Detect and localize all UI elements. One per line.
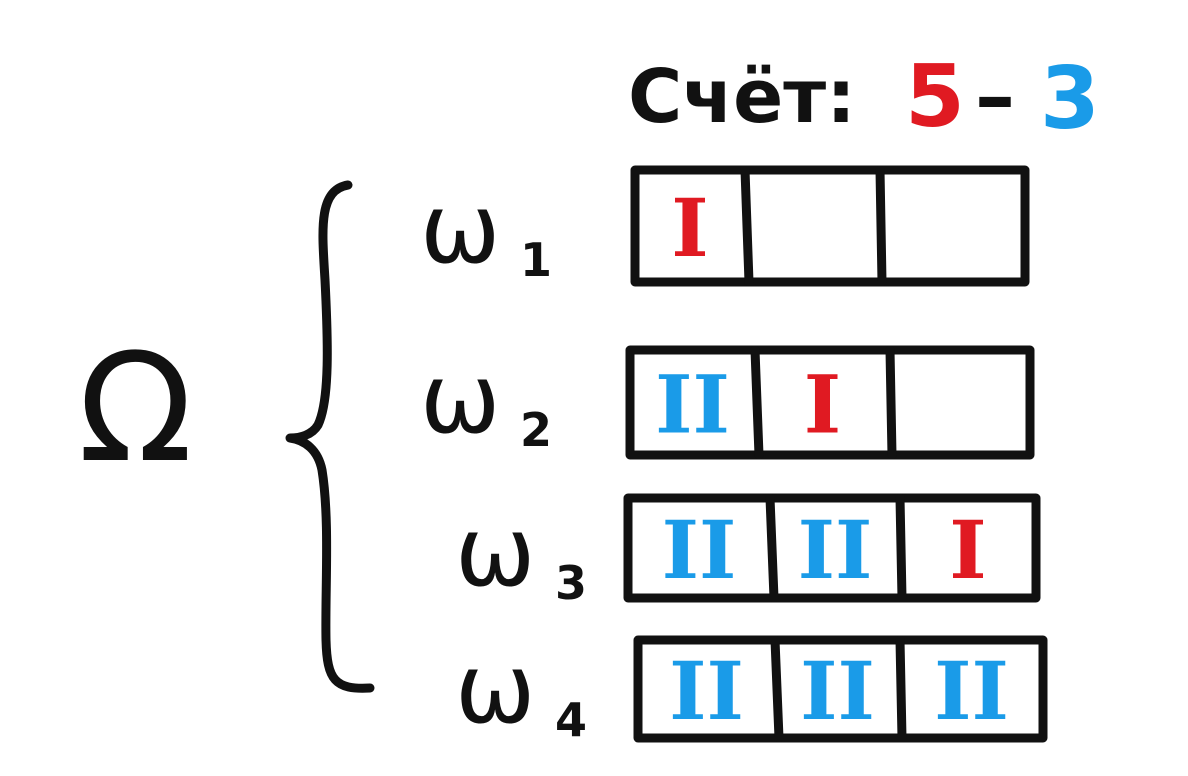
outcome-box-4 bbox=[633, 635, 1048, 743]
score-header: Счёт: 5 – 3 bbox=[628, 47, 1100, 149]
outcome-box-2 bbox=[625, 345, 1035, 460]
cell-divider bbox=[750, 345, 764, 460]
outcome-label-2: ω bbox=[420, 343, 500, 455]
outcome-label-3: ω bbox=[455, 496, 535, 608]
cell-divider bbox=[740, 165, 754, 287]
cell-mark: I bbox=[671, 181, 708, 275]
curly-brace bbox=[285, 180, 375, 693]
cell-mark: II bbox=[800, 644, 875, 738]
cell-mark: I bbox=[949, 503, 986, 597]
outcome-index-3: 3 bbox=[555, 556, 587, 610]
cell-mark: I bbox=[804, 358, 841, 452]
cell-divider bbox=[895, 635, 907, 743]
outcome-index-4: 4 bbox=[555, 693, 587, 747]
cell-divider bbox=[875, 165, 887, 287]
score-player-one: 5 bbox=[905, 47, 965, 147]
outcome-label-1: ω bbox=[420, 173, 500, 285]
cell-mark: II bbox=[669, 644, 744, 738]
cell-divider bbox=[895, 493, 907, 603]
score-dash: – bbox=[975, 50, 1015, 143]
cell-mark: II bbox=[655, 358, 730, 452]
cell-mark: II bbox=[662, 503, 737, 597]
score-player-two: 3 bbox=[1040, 49, 1100, 149]
cell-divider bbox=[885, 345, 897, 460]
score-label: Счёт: bbox=[628, 54, 856, 140]
outcome-box-3 bbox=[623, 493, 1041, 603]
cell-mark: II bbox=[934, 644, 1009, 738]
cell-mark: II bbox=[798, 503, 873, 597]
cell-divider bbox=[765, 493, 779, 603]
outcome-box-1 bbox=[630, 165, 1030, 287]
cell-divider bbox=[770, 635, 784, 743]
outcome-index-2: 2 bbox=[520, 403, 552, 457]
outcome-label-4: ω bbox=[455, 633, 535, 745]
outcome-index-1: 1 bbox=[520, 233, 552, 287]
omega-symbol: Ω bbox=[78, 322, 193, 496]
